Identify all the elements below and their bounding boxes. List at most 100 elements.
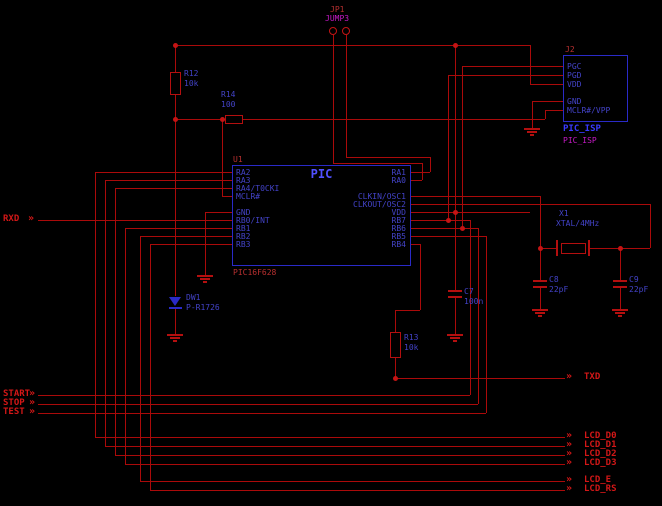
port-arrow-icon: »: [566, 483, 573, 494]
wire-segment: [448, 75, 449, 220]
ground-symbol: [197, 275, 213, 284]
wire-segment: [530, 45, 531, 84]
wire-segment: [395, 358, 396, 378]
diode-dw1[interactable]: [169, 297, 182, 311]
wire-segment: [395, 310, 420, 311]
wire-segment: [422, 163, 423, 180]
wire-segment: [410, 220, 470, 221]
wire-segment: [140, 481, 565, 482]
wire-segment: [175, 95, 176, 119]
ground-symbol: [447, 334, 463, 343]
wire-segment: [175, 45, 176, 72]
resistor-r13[interactable]: [390, 332, 401, 358]
pic-pin-clkout: CLKOUT/OSC2: [353, 200, 406, 209]
ground-symbol: [167, 334, 183, 343]
capacitor-c9-value: 22pF: [629, 285, 649, 294]
pic-mcu-box[interactable]: [232, 165, 411, 266]
crystal-value: XTAL/4MHz: [556, 219, 600, 228]
capacitor-c9[interactable]: [613, 280, 627, 282]
wire-segment: [125, 228, 232, 229]
pic-pin-rb4: RB4: [391, 240, 406, 249]
jumper-pin[interactable]: [329, 27, 337, 35]
pic-part-number: PIC16F628: [233, 268, 277, 277]
junction-dot: [173, 117, 178, 122]
wire-segment: [395, 378, 565, 379]
junction-dot: [453, 210, 458, 215]
port-start: START: [3, 389, 31, 399]
capacitor-c8[interactable]: [533, 286, 547, 288]
wire-segment: [410, 212, 530, 213]
resistor-r14[interactable]: [225, 115, 243, 124]
jumper-pin[interactable]: [342, 27, 350, 35]
pic-pin-mclr: MCLR#: [236, 192, 261, 201]
wire-segment: [532, 101, 533, 128]
wire-segment: [540, 248, 556, 249]
wire-segment: [150, 244, 232, 245]
port-test: TEST: [3, 407, 25, 417]
isp-connector-box[interactable]: [563, 55, 628, 122]
wire-segment: [115, 455, 565, 456]
junction-dot: [538, 246, 543, 251]
isp-pin-pgd: PGD: [567, 71, 582, 80]
wire-segment: [455, 298, 456, 334]
wire-segment: [395, 310, 396, 332]
diode-designator: DW1: [186, 293, 201, 302]
wire-segment: [243, 119, 545, 120]
capacitor-c7-value: 100n: [464, 297, 484, 306]
wire-segment: [140, 236, 141, 481]
pic-pin-rb3: RB3: [236, 240, 251, 249]
port-arrow-icon: »: [566, 457, 573, 468]
isp-pin-gnd: GND: [567, 97, 582, 106]
isp-name: PIC_ISP: [563, 124, 601, 134]
isp-pin-mclr: MCLR#/VPP: [567, 106, 611, 115]
crystal-x1-body[interactable]: [561, 243, 586, 254]
junction-dot: [173, 43, 178, 48]
capacitor-c9[interactable]: [613, 286, 627, 288]
wire-segment: [175, 309, 176, 334]
wire-segment: [105, 446, 565, 447]
wire-segment: [410, 236, 486, 237]
junction-dot: [460, 226, 465, 231]
wire-segment: [410, 196, 540, 197]
pic-pin-gnd: GND: [236, 208, 251, 217]
wire-segment: [105, 180, 106, 446]
capacitor-c8-value: 22pF: [549, 285, 569, 294]
wire-segment: [95, 437, 565, 438]
wire-segment: [540, 286, 541, 309]
wire-segment: [430, 157, 431, 172]
capacitor-c8[interactable]: [533, 280, 547, 282]
resistor-r12-designator: R12: [184, 69, 199, 78]
wire-segment: [545, 110, 546, 119]
wire-segment: [478, 228, 479, 404]
wire-segment: [150, 490, 565, 491]
wire-segment: [532, 101, 563, 102]
port-lcd-d0: LCD_D0: [584, 431, 617, 441]
resistor-r13-designator: R13: [404, 333, 419, 342]
pic-pin-rb2: RB2: [236, 232, 251, 241]
pic-pin-rb7: RB7: [391, 216, 406, 225]
capacitor-c7[interactable]: [448, 290, 462, 292]
crystal-x1[interactable]: [588, 240, 590, 256]
junction-dot: [393, 376, 398, 381]
port-lcd-d3: LCD_D3: [584, 458, 617, 468]
isp-designator: J2: [565, 45, 575, 54]
port-arrow-icon: »: [566, 439, 573, 450]
junction-dot: [618, 246, 623, 251]
wire-segment: [95, 172, 232, 173]
wire-segment: [620, 286, 621, 309]
crystal-x1[interactable]: [556, 240, 558, 256]
wire-segment: [38, 413, 486, 414]
resistor-r12[interactable]: [170, 72, 181, 95]
pic-pin-clkin: CLKIN/OSC1: [357, 192, 406, 201]
wire-segment: [150, 244, 151, 490]
capacitor-c7[interactable]: [448, 296, 462, 298]
pic-pin-ra3: RA3: [236, 176, 251, 185]
pic-designator: U1: [233, 155, 243, 164]
wire-segment: [455, 45, 456, 212]
wire-segment: [540, 196, 541, 248]
wire-segment: [95, 172, 96, 437]
port-arrow-icon: »: [566, 430, 573, 441]
wire-segment: [38, 395, 470, 396]
port-arrow-icon: »: [29, 397, 36, 408]
